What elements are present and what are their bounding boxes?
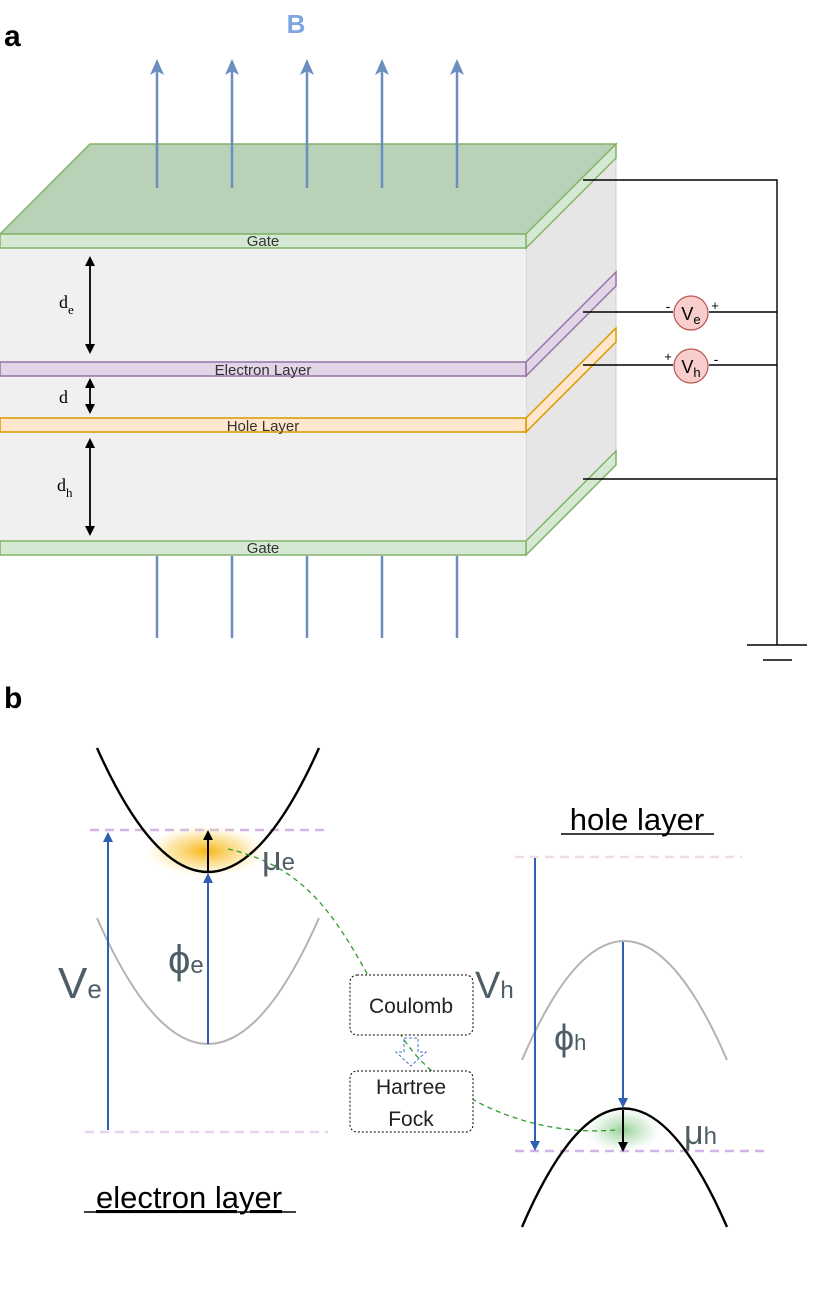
bottom-gate-label: Gate (247, 540, 280, 557)
stack-front-face (0, 241, 526, 548)
electron-voltage-plus: + (711, 298, 719, 313)
magnetic-field-label: B (287, 9, 306, 39)
electron-voltage-label: Ve (681, 304, 700, 327)
fock-label: Fock (388, 1108, 434, 1131)
electron-voltmeter (673, 295, 709, 331)
ve-symbol: Ve (58, 959, 102, 1008)
hole-layer-label: Hole Layer (227, 418, 300, 435)
hole-valence-band (520, 1107, 729, 1228)
electron-layer (0, 361, 527, 377)
magnetic-field-arrows (150, 59, 464, 638)
hole-upper-band (521, 940, 728, 1061)
vh-symbol: Vh (475, 965, 514, 1007)
hole-voltage-label: Vh (681, 357, 700, 380)
coulomb-box (349, 974, 474, 1036)
bottom-gate (0, 540, 527, 556)
phi-h-symbol: ϕh (554, 1017, 586, 1058)
hole-layer-title: hole layer (570, 802, 704, 837)
hole-layer (0, 417, 527, 433)
mu-h-symbol: μh (684, 1114, 717, 1152)
phi-e-symbol: ϕe (168, 938, 204, 982)
top-gate (0, 233, 527, 249)
electron-layer-title: electron layer (96, 1180, 282, 1215)
hole-voltmeter (673, 348, 709, 384)
device-stack (0, 142, 618, 557)
top-gate-label: Gate (247, 233, 280, 250)
panel-b-label: b (4, 682, 22, 715)
electron-voltage-source: Ve - + (666, 295, 719, 331)
hole-voltage-plus: + (664, 349, 672, 364)
hartree-fock-box (349, 1070, 474, 1133)
thickness-d-label: d (59, 387, 68, 407)
hole-voltage-minus: - (714, 351, 719, 367)
thickness-dh-label: dh (57, 475, 73, 500)
thickness-de-label: de (59, 292, 74, 317)
circuit (583, 179, 807, 661)
coulomb-label: Coulomb (369, 995, 453, 1018)
approximation-arrow (394, 1037, 428, 1067)
hartree-label: Hartree (376, 1076, 446, 1099)
gate-wire-top (583, 179, 778, 645)
panel-a-label: a (4, 20, 21, 53)
hole-voltage-source: Vh + - (664, 348, 719, 384)
mu-e-symbol: μe (262, 840, 295, 878)
electron-layer-label: Electron Layer (215, 362, 312, 379)
electron-voltage-minus: - (666, 298, 671, 314)
